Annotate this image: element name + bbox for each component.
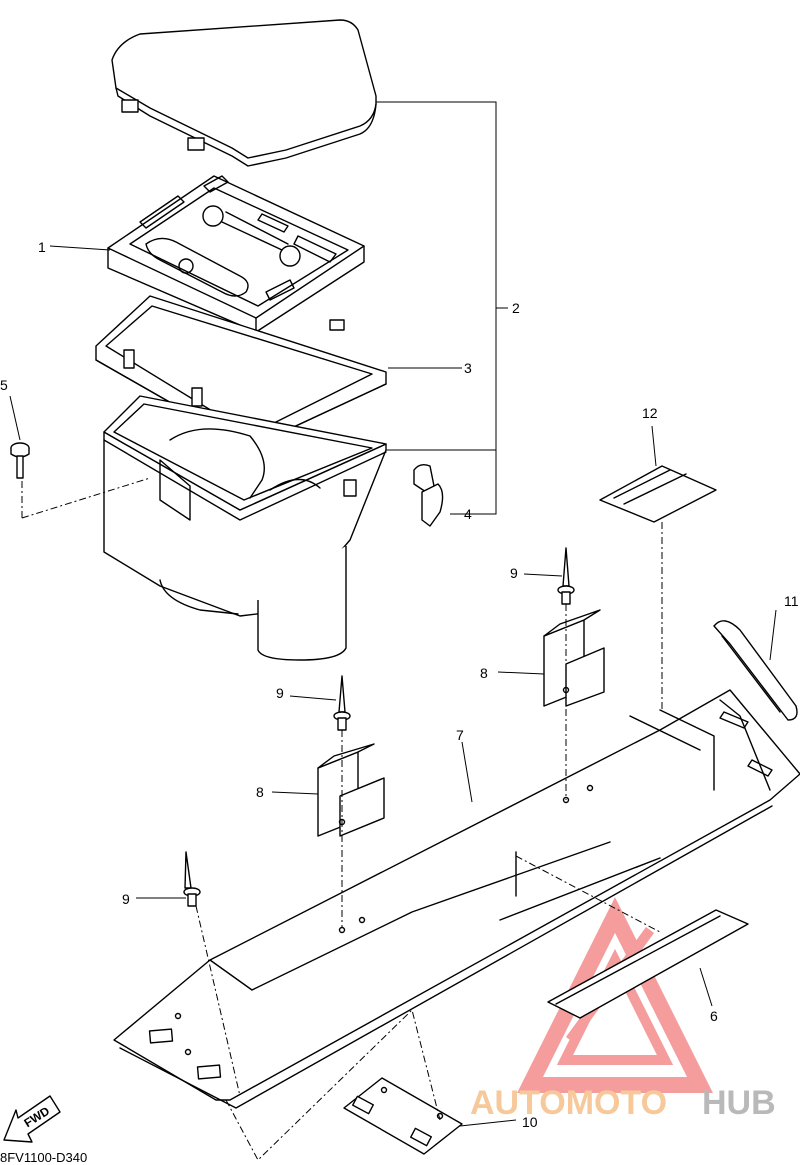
callouts: 1 2 3 4 5 6 7 8 8 9 9 9 10 11 12 — [0, 239, 799, 1130]
callout-1: 1 — [38, 239, 46, 255]
callout-8-upper: 8 — [480, 665, 488, 681]
storage-box — [103, 395, 387, 661]
watermark-text: AUTOMOTO HUB — [470, 1084, 776, 1122]
callout-2: 2 — [512, 300, 520, 316]
watermark-text-automoto: AUTOMOTO — [470, 1084, 667, 1122]
rivet-9-upper — [557, 547, 575, 605]
screw-5 — [10, 442, 30, 479]
callout-11: 11 — [784, 593, 799, 609]
callout-10: 10 — [522, 1114, 538, 1130]
diagram-code: 8FV1100-D340 — [0, 1150, 87, 1165]
callout-9-upper: 9 — [510, 565, 518, 581]
top-cover — [111, 19, 377, 167]
bracket-8-upper — [543, 609, 605, 707]
callout-5: 5 — [0, 377, 8, 393]
clip-4 — [413, 463, 444, 527]
label-12 — [599, 465, 717, 523]
assembly-bracket-2 — [376, 101, 508, 515]
callout-7: 7 — [456, 727, 464, 743]
tool-tray — [107, 175, 365, 341]
callout-4: 4 — [464, 506, 472, 522]
strip-6 — [547, 909, 749, 1019]
leader-lines — [9, 245, 777, 1127]
assembly-lines — [21, 477, 663, 1161]
callout-8-lower: 8 — [256, 784, 264, 800]
callout-3: 3 — [464, 360, 472, 376]
callout-9-lower: 9 — [122, 891, 130, 907]
bracket-8-lower — [317, 743, 385, 837]
callout-9-middle: 9 — [276, 685, 284, 701]
fwd-arrow-icon: FWD — [3, 1095, 61, 1143]
rivet-9-lower — [183, 851, 201, 907]
rivet-9-middle — [333, 675, 351, 731]
callout-12: 12 — [642, 405, 658, 421]
band-11 — [713, 620, 798, 721]
frame-panel-7 — [113, 689, 800, 1109]
callout-6: 6 — [710, 1008, 718, 1024]
plate-10 — [343, 1077, 463, 1155]
watermark-text-hub: HUB — [702, 1084, 776, 1122]
